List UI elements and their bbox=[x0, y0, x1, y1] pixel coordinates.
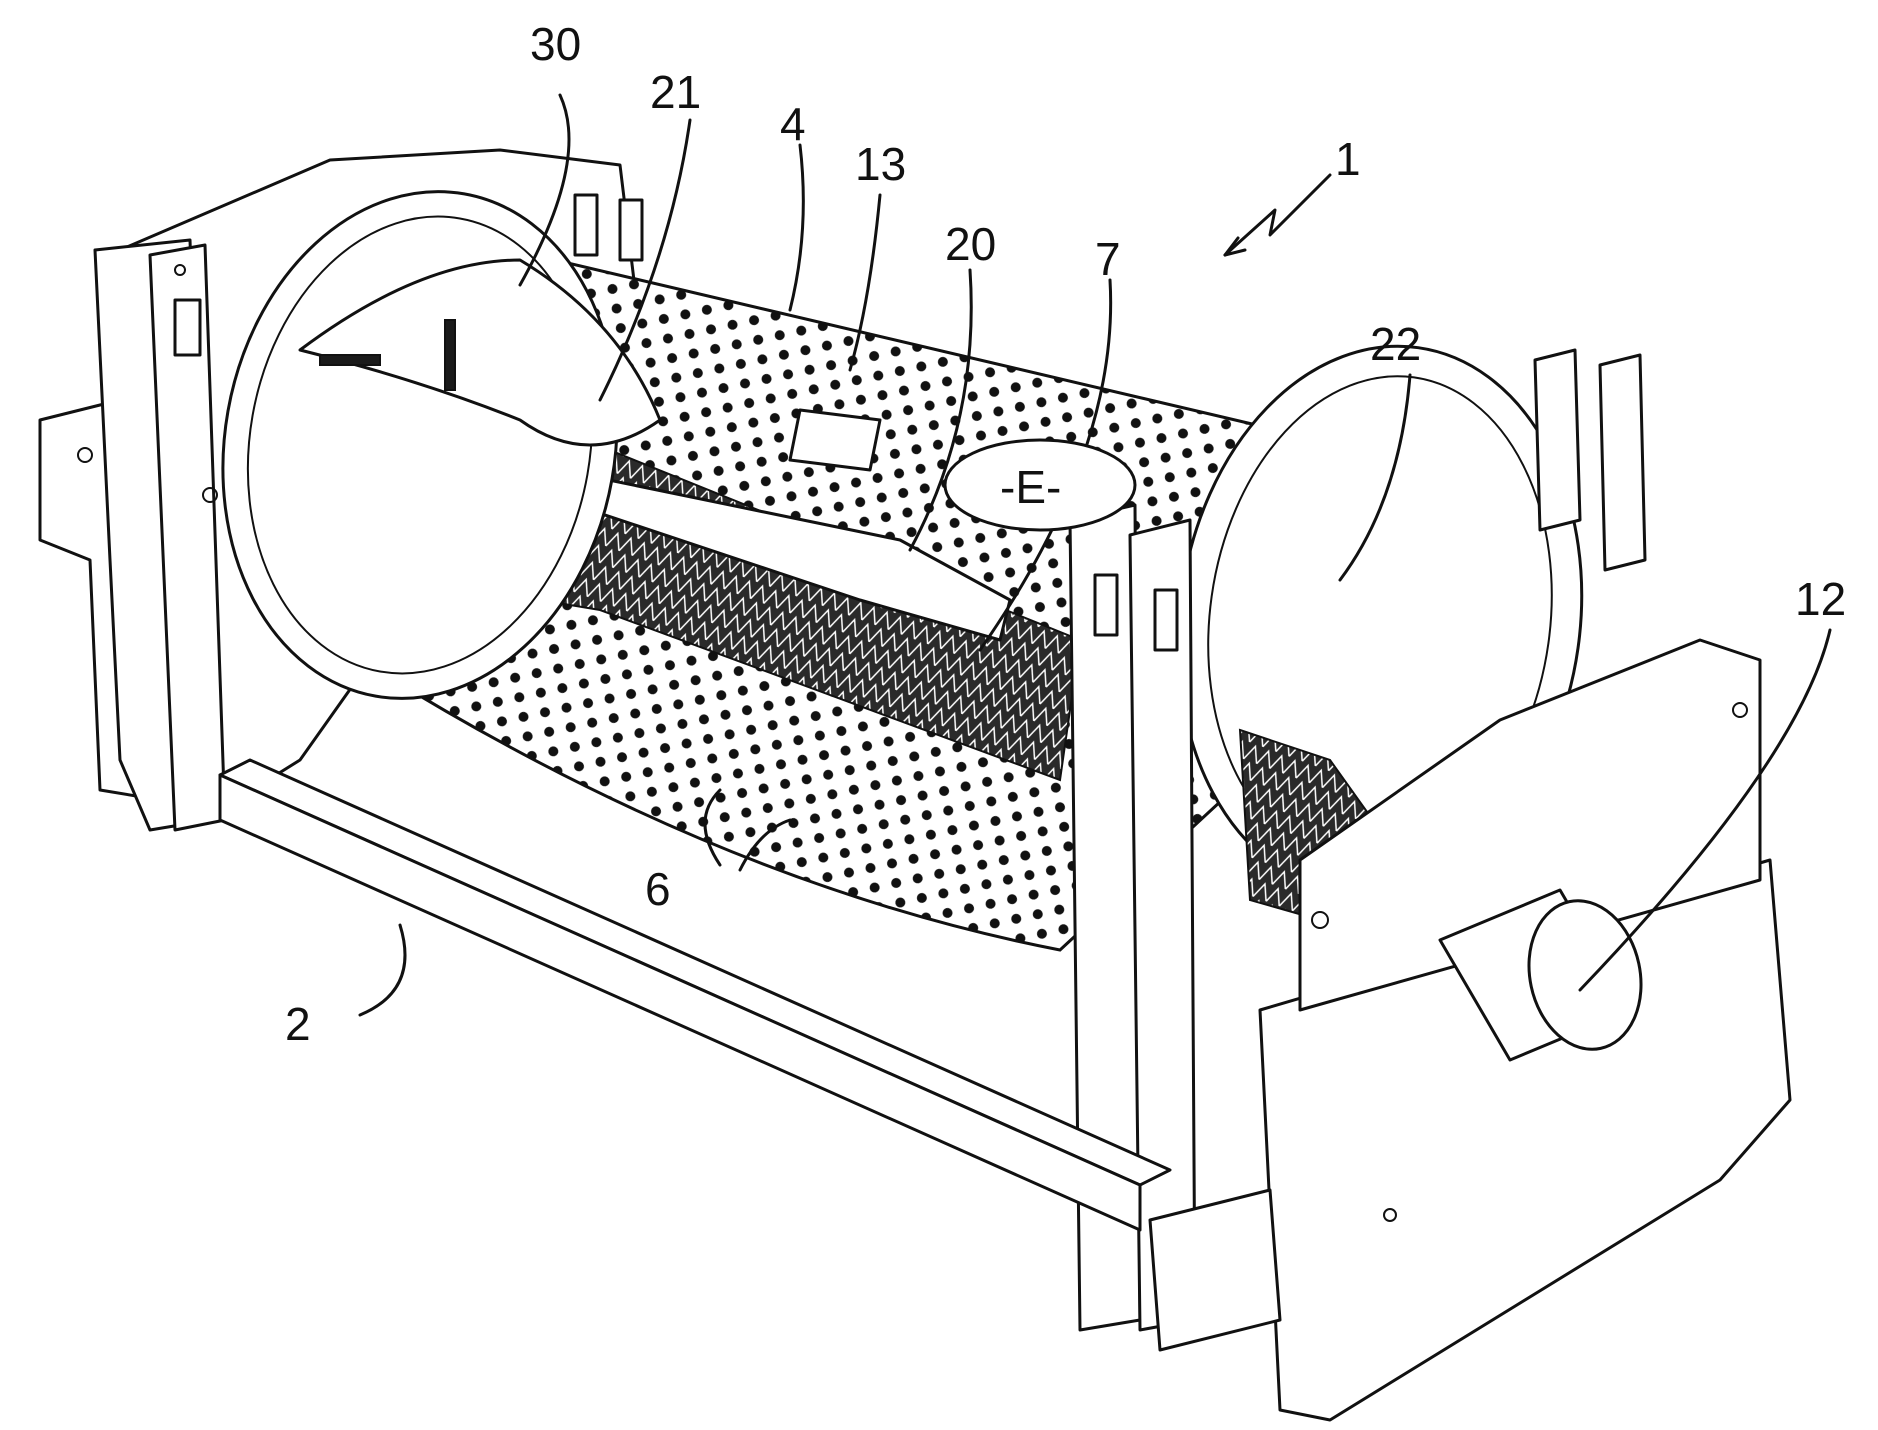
right-back-post-1 bbox=[1535, 350, 1580, 530]
label-22: 22 bbox=[1370, 318, 1421, 370]
left-slot-1 bbox=[175, 300, 200, 355]
label-4: 4 bbox=[780, 98, 806, 150]
right-foot bbox=[1150, 1190, 1280, 1350]
label-12: 12 bbox=[1795, 573, 1846, 625]
right-back-post-2 bbox=[1600, 355, 1645, 570]
label-E: -E- bbox=[1000, 461, 1061, 513]
slot-mark bbox=[445, 320, 455, 390]
leader-1 bbox=[1225, 175, 1330, 255]
label-30: 30 bbox=[530, 18, 581, 70]
label-2: 2 bbox=[285, 998, 311, 1050]
slot-mark bbox=[320, 355, 380, 365]
detail-13-box bbox=[790, 410, 880, 470]
label-20: 20 bbox=[945, 218, 996, 270]
right-slot-2 bbox=[1155, 590, 1177, 650]
label-6: 6 bbox=[645, 863, 671, 915]
leader-2 bbox=[360, 925, 405, 1015]
label-7: 7 bbox=[1095, 233, 1121, 285]
left-slot-3 bbox=[620, 200, 642, 260]
right-slot-1 bbox=[1095, 575, 1117, 635]
label-1: 1 bbox=[1335, 133, 1361, 185]
label-13: 13 bbox=[855, 138, 906, 190]
label-21: 21 bbox=[650, 66, 701, 118]
left-slot-2 bbox=[575, 195, 597, 255]
leader-4 bbox=[790, 145, 803, 310]
